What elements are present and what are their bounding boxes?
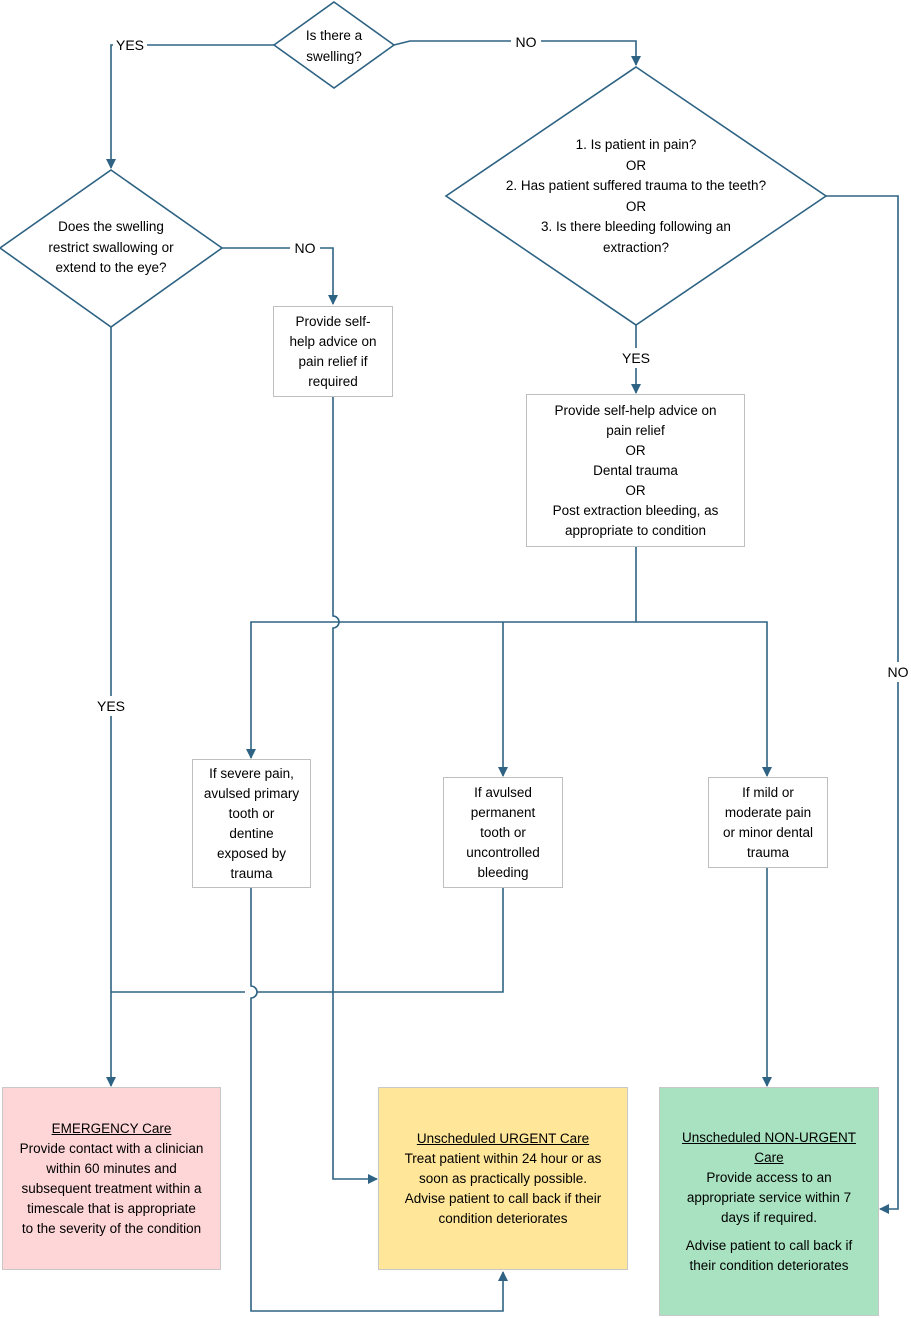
text-line: subsequent treatment within a bbox=[21, 1180, 202, 1196]
text-line: appropriate service within 7 bbox=[686, 1189, 852, 1205]
decision-pain-text: 1. Is patient in pain? OR 2. Has patient… bbox=[466, 135, 806, 258]
text-line: 3. Is there bleeding following an bbox=[541, 219, 731, 234]
text-line: condition deteriorates bbox=[438, 1210, 568, 1226]
label-pain-no: NO bbox=[883, 662, 911, 682]
text-line: appropriate to condition bbox=[564, 522, 707, 538]
decision-swelling-text: Is there a swelling? bbox=[284, 26, 384, 67]
outcome-nonurgent-care: Unscheduled NON-URGENT Care Provide acce… bbox=[659, 1087, 879, 1316]
text-line: or minor dental bbox=[722, 824, 814, 840]
box-avulsed-permanent: If avulsed permanent tooth or uncontroll… bbox=[443, 777, 563, 888]
text-line: Provide access to an bbox=[706, 1169, 832, 1185]
box-selfhelp-condition: Provide self-help advice on pain relief … bbox=[526, 394, 745, 547]
text-line: timescale that is appropriate bbox=[27, 1200, 196, 1216]
text-line: soon as practically possible. bbox=[418, 1170, 588, 1186]
text-line: OR bbox=[625, 442, 646, 458]
label-swelling-no: NO bbox=[511, 32, 541, 52]
text-line: their condition deteriorates bbox=[689, 1257, 849, 1273]
edge-avulsed-to-emergency bbox=[111, 888, 504, 993]
text-line: Provide self- bbox=[295, 313, 371, 329]
text-line: 1. Is patient in pain? bbox=[575, 137, 697, 152]
text-line: trauma bbox=[230, 865, 273, 881]
text-line: permanent bbox=[470, 804, 536, 820]
edge-severe-to-urgent bbox=[250, 888, 508, 1312]
text-line: pain relief bbox=[606, 422, 665, 438]
edge-branch-mild bbox=[636, 621, 772, 777]
edge-pain-no bbox=[826, 195, 899, 1214]
text-line: Treat patient within 24 hour or as bbox=[404, 1150, 602, 1166]
label-swelling-yes: YES bbox=[113, 35, 147, 55]
text-line: extend to the eye? bbox=[55, 260, 167, 275]
outcome-urgent-care: Unscheduled URGENT Care Treat patient wi… bbox=[378, 1087, 628, 1270]
edge-condition-branch bbox=[251, 547, 637, 758]
text-line: OR bbox=[625, 482, 646, 498]
emergency-title: EMERGENCY Care bbox=[51, 1120, 172, 1136]
label-restrict-yes: YES bbox=[94, 696, 128, 716]
text-line: Provide contact with a clinician bbox=[19, 1140, 204, 1156]
nonurgent-title-line-2: Care bbox=[754, 1149, 784, 1165]
decision-restrict-text: Does the swelling restrict swallowing or… bbox=[22, 217, 200, 279]
text-line: tooth or bbox=[228, 805, 275, 821]
text-line: tooth or bbox=[480, 824, 526, 840]
nonurgent-title-line-1: Unscheduled NON-URGENT bbox=[681, 1129, 857, 1145]
edge-restrict-no bbox=[222, 247, 338, 305]
text-line: to the severity of the condition bbox=[21, 1220, 202, 1236]
box-selfhelp-pain: Provide self- help advice on pain relief… bbox=[273, 306, 393, 397]
text-line: If mild or bbox=[742, 784, 794, 800]
text-line: within 60 minutes and bbox=[46, 1160, 177, 1176]
label-pain-yes: YES bbox=[619, 348, 653, 368]
text-line: Advise patient to call back if bbox=[685, 1237, 853, 1253]
text-line: Advise patient to call back if their bbox=[404, 1190, 602, 1206]
outcome-emergency-care: EMERGENCY Care Provide contact with a cl… bbox=[2, 1087, 221, 1270]
box-severe-pain: If severe pain, avulsed primary tooth or… bbox=[192, 759, 311, 888]
text-line: Does the swelling bbox=[58, 219, 164, 234]
text-line: help advice on bbox=[289, 333, 377, 349]
text-line: Is there a bbox=[305, 28, 363, 43]
box-mild-pain: If mild or moderate pain or minor dental… bbox=[708, 777, 828, 868]
text-line: moderate pain bbox=[724, 804, 812, 820]
text-line: trauma bbox=[746, 844, 790, 860]
text-line: OR bbox=[625, 157, 647, 173]
text-line: bleeding bbox=[477, 864, 529, 880]
text-line: dentine bbox=[229, 825, 274, 841]
text-line: avulsed primary bbox=[203, 785, 300, 801]
text-line: Post extraction bleeding, as bbox=[552, 502, 719, 518]
text-line: If avulsed bbox=[474, 784, 532, 800]
text-line: extraction? bbox=[602, 239, 670, 255]
text-line: swelling? bbox=[306, 48, 362, 64]
decision-swelling-shape bbox=[272, 1, 396, 89]
text-line: Dental trauma bbox=[593, 462, 678, 478]
text-line: exposed by bbox=[216, 845, 287, 861]
text-line: required bbox=[308, 373, 358, 389]
text-line: Provide self-help advice on bbox=[554, 402, 717, 418]
text-line: days if required. bbox=[720, 1209, 818, 1225]
text-line: OR bbox=[625, 198, 647, 214]
edge-selfhelp-to-urgent bbox=[332, 397, 378, 1184]
label-restrict-no: NO bbox=[290, 238, 320, 258]
urgent-title: Unscheduled URGENT Care bbox=[416, 1130, 590, 1146]
edge-swelling-yes bbox=[106, 44, 274, 169]
text-line: restrict swallowing or bbox=[48, 239, 174, 255]
text-line: pain relief if bbox=[298, 353, 368, 369]
text-line: If severe pain, bbox=[209, 765, 294, 781]
text-line: uncontrolled bbox=[466, 844, 540, 860]
text-line: 2. Has patient suffered trauma to the te… bbox=[505, 178, 767, 193]
